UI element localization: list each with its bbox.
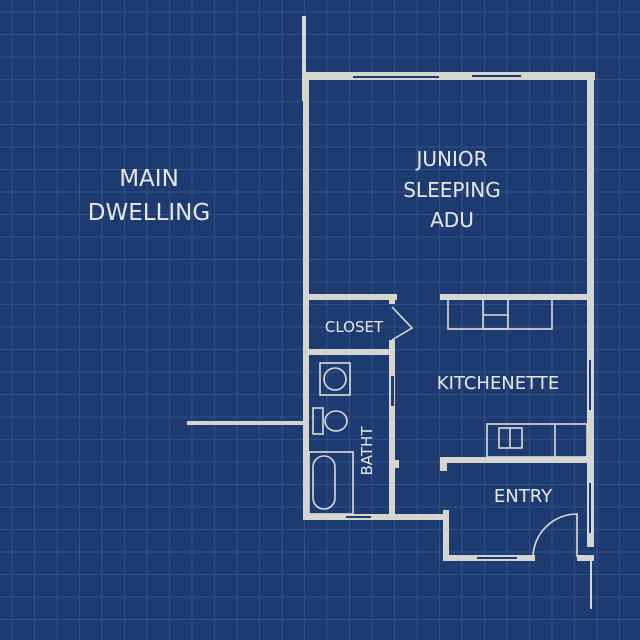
windows	[346, 75, 591, 559]
label-entry: ENTRY	[494, 486, 553, 507]
entry-south-wall-east	[577, 555, 594, 561]
label-main-dwelling-2: DWELLING	[88, 200, 210, 226]
window	[589, 483, 591, 533]
east-wall	[587, 72, 594, 547]
washer-icon	[319, 362, 351, 396]
bathtub	[308, 451, 354, 515]
label-junior-1: JUNIOR	[414, 147, 487, 171]
toilet-tank-icon	[312, 407, 324, 435]
window	[472, 75, 521, 77]
label-closet: CLOSET	[325, 318, 384, 336]
entry-top-wall	[442, 457, 592, 463]
closet-door-icon	[391, 306, 414, 341]
main-dwelling-wall	[187, 421, 305, 425]
property-line	[302, 16, 306, 101]
toilet-icon	[324, 410, 348, 432]
south-wall	[305, 514, 447, 520]
window	[391, 376, 394, 406]
label-bath: BATHT	[358, 426, 376, 476]
entry-west-wall	[443, 510, 449, 560]
label-junior-3: ADU	[430, 208, 474, 232]
closet-bath-wall	[305, 349, 395, 355]
label-main-dwelling-1: MAIN	[119, 166, 179, 192]
kitchen-top-wall	[440, 294, 590, 300]
kitchen-sink-icon	[482, 298, 509, 330]
entry-door-icon	[532, 513, 578, 558]
bathtub-basin-icon	[312, 455, 336, 510]
property-line-south	[590, 557, 592, 609]
window	[477, 557, 517, 559]
fixtures	[308, 298, 588, 558]
window	[346, 516, 371, 518]
closet-jamb	[389, 294, 395, 304]
north-wall	[303, 72, 595, 80]
label-kitchenette: KITCHENETTE	[437, 373, 559, 394]
bath-stub	[395, 460, 399, 468]
bath-east-wall	[389, 340, 395, 518]
kitchen-counter-lower	[486, 423, 588, 458]
washer-drum	[323, 367, 347, 391]
window	[589, 360, 591, 410]
entry-jamb	[440, 457, 447, 471]
label-junior-2: SLEEPING	[403, 178, 501, 202]
window	[353, 76, 439, 78]
closet-top-wall	[305, 294, 397, 300]
